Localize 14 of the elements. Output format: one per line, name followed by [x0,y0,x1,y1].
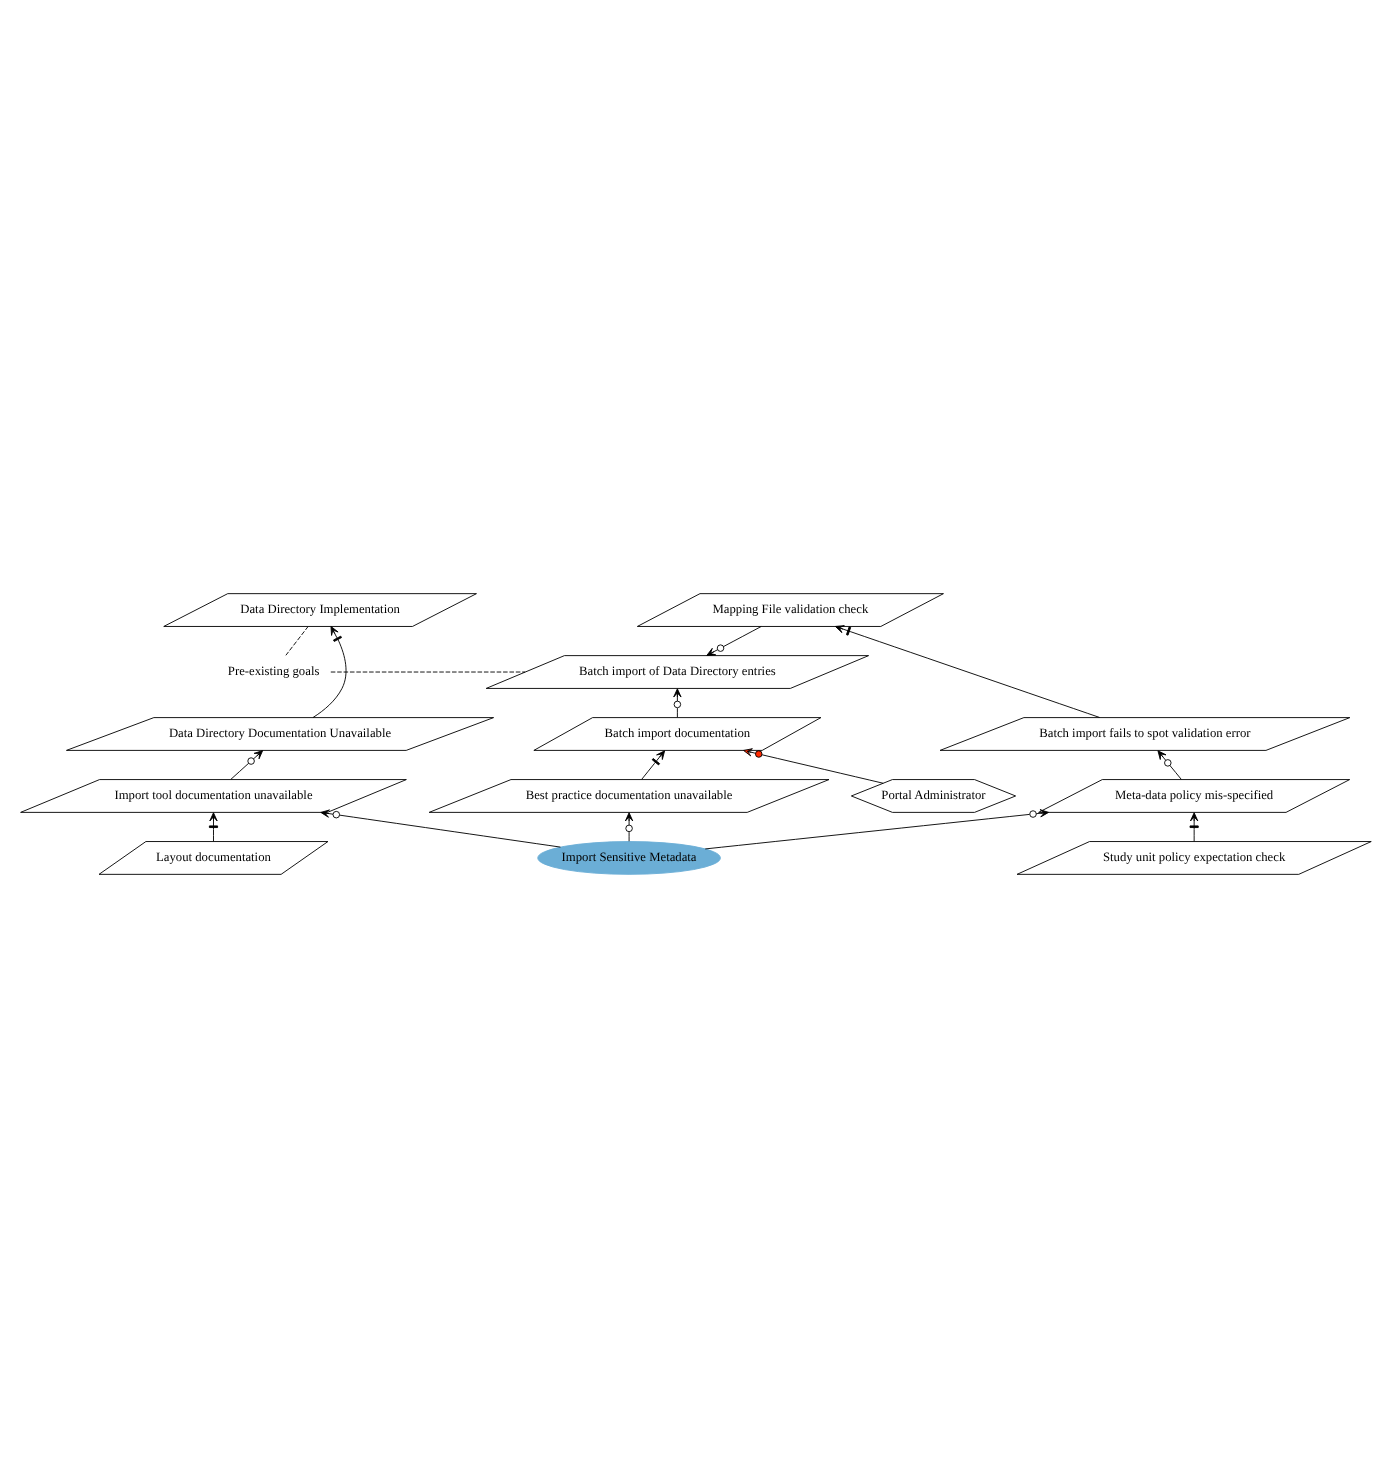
arrow [320,808,561,847]
arrow [641,749,666,779]
arrow [1157,749,1182,779]
arrow [312,625,347,717]
arrow [834,624,1101,717]
connector [285,625,309,655]
arrow [230,749,264,779]
arrow [624,811,634,841]
arrow [1189,811,1199,841]
connector [330,670,526,672]
arrow [706,625,762,655]
arrow [743,747,884,783]
arrow [208,811,219,841]
arrow [673,687,682,717]
